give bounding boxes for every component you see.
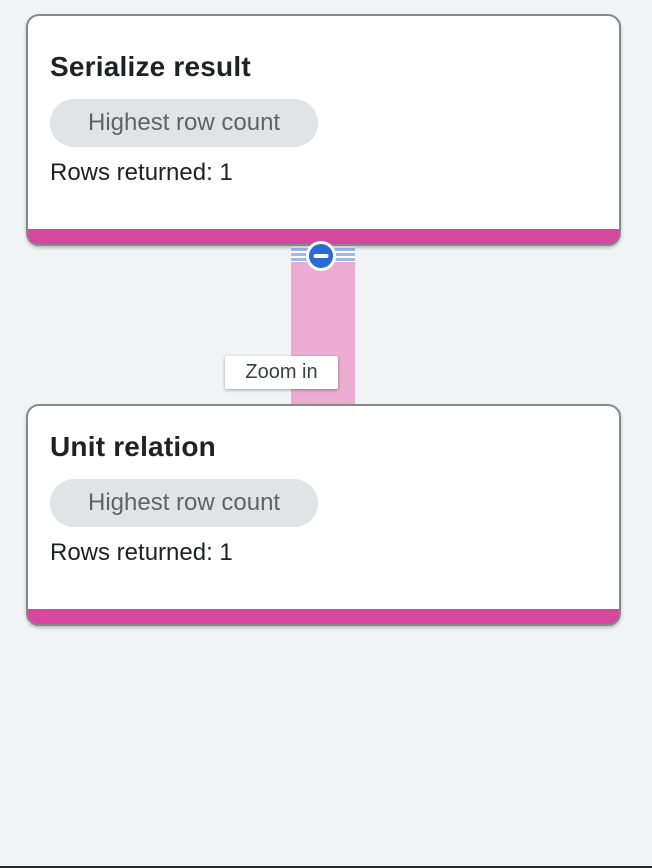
viewport-bottom-edge: [0, 866, 652, 868]
node-accent-bar: [28, 229, 619, 244]
highest-row-count-badge: Highest row count: [50, 99, 319, 147]
node-title: Serialize result: [50, 51, 251, 82]
collapse-button[interactable]: [306, 241, 336, 271]
plan-node-serialize-result[interactable]: Serialize result Highest row count Rows …: [26, 14, 621, 246]
node-accent-bar: [28, 609, 619, 624]
rows-returned-label: Rows returned: 1: [50, 539, 233, 566]
plan-node-unit-relation[interactable]: Unit relation Highest row count Rows ret…: [26, 404, 621, 626]
highest-row-count-badge: Highest row count: [50, 479, 319, 527]
rows-returned-label: Rows returned: 1: [50, 159, 233, 186]
node-title: Unit relation: [50, 431, 216, 462]
minus-icon: [313, 254, 329, 258]
zoom-in-tooltip: Zoom in: [225, 356, 338, 389]
